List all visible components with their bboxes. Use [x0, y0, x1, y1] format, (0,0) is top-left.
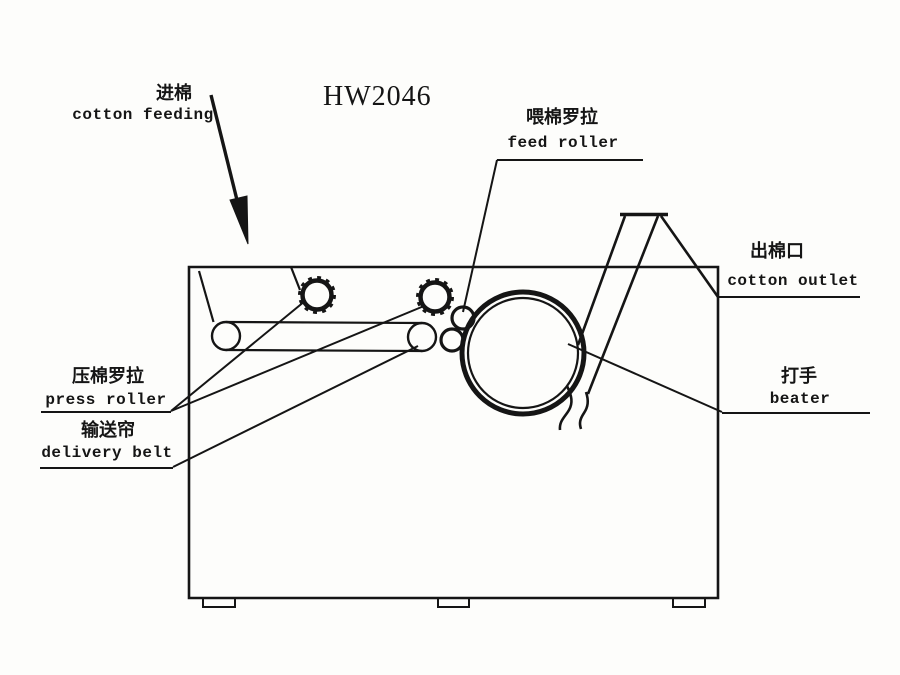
belt-top-line [225, 320, 423, 325]
cotton-feeding-arrow [209, 94, 249, 245]
outlet-chute-outer-line [659, 215, 720, 298]
beater-label-en: beater [769, 390, 831, 408]
machine-body-outline [187, 265, 720, 600]
cotton-outlet-label-zh: 出棉口 [750, 241, 804, 262]
model-title: HW2046 [323, 81, 432, 112]
feed-chute-left-wall [197, 270, 215, 323]
feed-roller-label-en: feed roller [507, 134, 619, 152]
delivery-belt-label-zh: 输送帘 [81, 420, 135, 441]
delivery-belt-label-en: delivery belt [41, 444, 173, 462]
press-roller-leader-2 [170, 305, 425, 412]
feed-roller-label-zh: 喂棉罗拉 [526, 107, 598, 128]
cotton-outlet-label-en: cotton outlet [727, 272, 859, 290]
outlet-chute-left-line [576, 215, 627, 346]
outlet-chute [558, 212, 720, 431]
machine-foot-right [672, 597, 706, 608]
beater-label-zh: 打手 [781, 366, 817, 387]
delivery-belt-leader [172, 345, 419, 468]
feed-roller-bottom [439, 327, 465, 353]
chute-tail-right-curve [578, 391, 590, 430]
press-roller-leader-1 [170, 300, 306, 412]
cotton-feeding-label-en: cotton feeding [72, 106, 214, 124]
belt-pulley-right [406, 321, 438, 353]
press-roller-gear-1 [298, 276, 336, 314]
feed-roller-leader [462, 159, 498, 313]
beater-leader [567, 343, 723, 413]
cotton-feeding-label-zh: 进棉 [156, 83, 192, 104]
outlet-chute-right-line [586, 215, 660, 395]
feed-chute-right-wall [289, 266, 302, 291]
callout-lines [40, 159, 870, 469]
press-roller-gear-2 [416, 278, 454, 316]
press-roller-label-en: press roller [45, 391, 167, 409]
belt-pulley-left [210, 320, 242, 352]
beater-drum [459, 289, 587, 417]
chute-tail-left-curve [558, 385, 573, 431]
belt-bottom-line [225, 348, 423, 353]
press-roller-label-zh: 压棉罗拉 [72, 366, 144, 387]
delivery-belt-drawing [210, 320, 438, 353]
machine-foot-middle [437, 597, 470, 608]
machine-foot-left [202, 597, 236, 608]
